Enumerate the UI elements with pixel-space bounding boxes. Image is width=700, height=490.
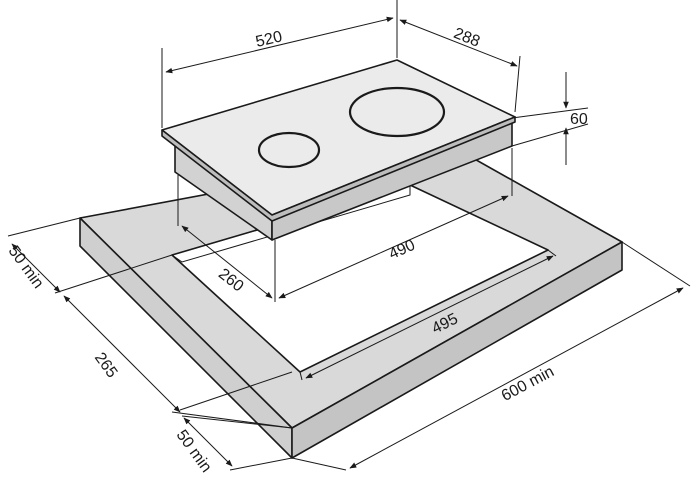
label-cutout-depth: 260 [215, 266, 247, 296]
burner-large [348, 86, 446, 138]
label-front-margin: 50 min [5, 243, 47, 292]
countertop-right-edge [291, 241, 623, 459]
label-back-margin: 50 min [173, 427, 215, 476]
label-countertop-width: 600 min [499, 363, 557, 405]
label-depth-top: 288 [451, 25, 482, 51]
label-cutout-width: 490 [387, 237, 418, 263]
label-width-top: 520 [254, 28, 284, 51]
label-height: 60 [570, 111, 588, 128]
label-side-depth: 265 [91, 350, 121, 382]
dimension-lines [7, 0, 691, 471]
hob-glass-edge [161, 116, 516, 222]
burner-small [257, 131, 321, 169]
